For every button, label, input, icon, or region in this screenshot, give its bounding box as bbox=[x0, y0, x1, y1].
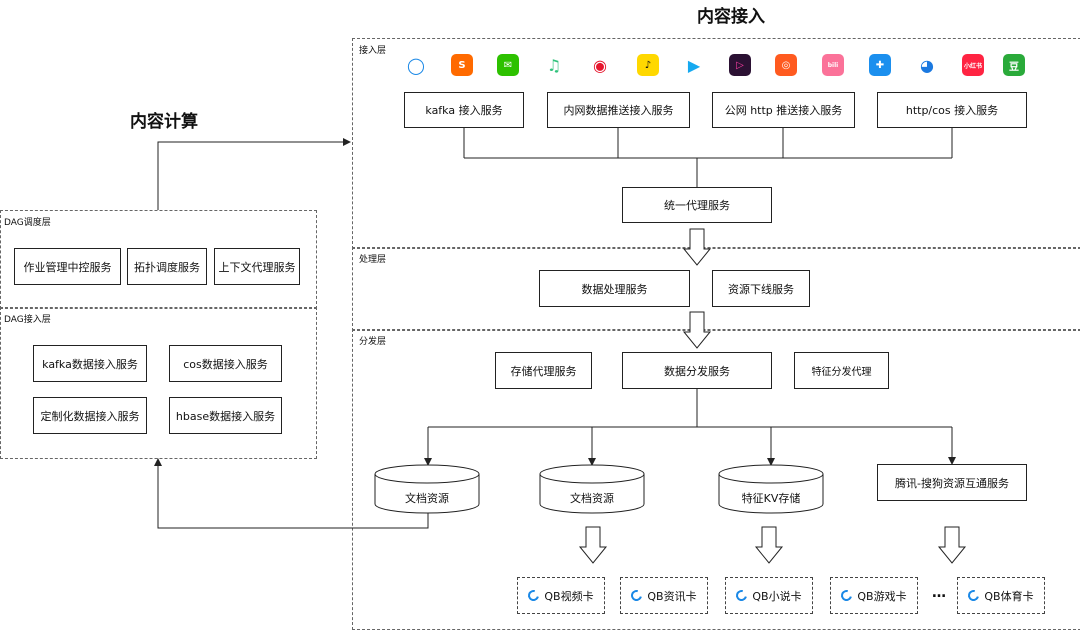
doc-resource-storage-2: 文档资源 bbox=[570, 492, 614, 505]
access-layer-label: 接入层 bbox=[359, 46, 387, 56]
sogou-icon: S bbox=[451, 54, 473, 76]
doc-resource-storage-1: 文档资源 bbox=[405, 492, 449, 505]
tencent-video-icon: ▶ bbox=[683, 54, 705, 76]
qb-news-card: QB资讯卡 bbox=[620, 577, 708, 614]
douban-icon: 豆 bbox=[1003, 54, 1025, 76]
public-http-push-access-service: 公网 http 推送接入服务 bbox=[712, 92, 855, 128]
kuaishou-icon: ◎ bbox=[775, 54, 797, 76]
processing-layer-label: 处理层 bbox=[359, 255, 387, 265]
wechat-icon: ✉ bbox=[497, 54, 519, 76]
dag-schedule-layer-label: DAG调度层 bbox=[4, 218, 51, 228]
qq-music-yellow-icon: ♪ bbox=[637, 54, 659, 76]
content-compute-title: 内容计算 bbox=[130, 112, 198, 132]
card-label: QB小说卡 bbox=[752, 589, 802, 603]
dag-schedule-layer: DAG调度层 bbox=[0, 210, 317, 309]
qq-browser-icon: ◯ bbox=[405, 54, 427, 76]
qq-penguin-icon: ◕ bbox=[916, 54, 938, 76]
weishi-icon: ▷ bbox=[729, 54, 751, 76]
cos-data-access-service: cos数据接入服务 bbox=[169, 345, 282, 382]
access-layer: 接入层 bbox=[352, 38, 1080, 249]
http-cos-access-service: http/cos 接入服务 bbox=[877, 92, 1027, 128]
qq-browser-icon bbox=[734, 587, 750, 604]
more-ellipsis: … bbox=[932, 585, 946, 601]
feature-kv-storage: 特征KV存储 bbox=[741, 492, 801, 505]
intranet-push-access-service: 内网数据推送接入服务 bbox=[547, 92, 690, 128]
storage-proxy-service: 存储代理服务 bbox=[495, 352, 592, 389]
card-label: QB视频卡 bbox=[544, 589, 594, 603]
unified-proxy-service: 统一代理服务 bbox=[622, 187, 772, 223]
qb-video-card: QB视频卡 bbox=[517, 577, 605, 614]
custom-data-access-service: 定制化数据接入服务 bbox=[33, 397, 147, 434]
tencent-news-icon: ✚ bbox=[869, 54, 891, 76]
qb-game-card: QB游戏卡 bbox=[830, 577, 918, 614]
data-processing-service: 数据处理服务 bbox=[539, 270, 690, 307]
weibo-icon: ◉ bbox=[589, 54, 611, 76]
kafka-access-service: kafka 接入服务 bbox=[404, 92, 524, 128]
qq-music-icon: ♫ bbox=[543, 54, 565, 76]
tencent-sogou-interop-service: 腾讯-搜狗资源互通服务 bbox=[877, 464, 1027, 501]
processing-layer: 处理层 bbox=[352, 247, 1080, 331]
qq-browser-icon bbox=[839, 587, 855, 604]
data-distribution-service: 数据分发服务 bbox=[622, 352, 772, 389]
kafka-data-access-service: kafka数据接入服务 bbox=[33, 345, 147, 382]
qb-novel-card: QB小说卡 bbox=[725, 577, 813, 614]
content-access-title: 内容接入 bbox=[697, 7, 765, 27]
hbase-data-access-service: hbase数据接入服务 bbox=[169, 397, 282, 434]
qb-sports-card: QB体育卡 bbox=[957, 577, 1045, 614]
card-label: QB资讯卡 bbox=[647, 589, 697, 603]
xiaohongshu-icon: 小红书 bbox=[962, 54, 984, 76]
bilibili-icon: bili bbox=[822, 54, 844, 76]
qq-browser-icon bbox=[629, 587, 645, 604]
qq-browser-icon bbox=[966, 587, 982, 604]
dag-access-layer-label: DAG接入层 bbox=[4, 315, 51, 325]
feature-distribution-proxy: 特征分发代理 bbox=[794, 352, 889, 389]
qq-browser-icon bbox=[526, 587, 542, 604]
job-management-control-service: 作业管理中控服务 bbox=[14, 248, 121, 285]
resource-offline-service: 资源下线服务 bbox=[712, 270, 810, 307]
topology-scheduling-service: 拓扑调度服务 bbox=[127, 248, 207, 285]
context-proxy-service: 上下文代理服务 bbox=[214, 248, 300, 285]
card-label: QB游戏卡 bbox=[857, 589, 907, 603]
card-label: QB体育卡 bbox=[984, 589, 1034, 603]
distribution-layer-label: 分发层 bbox=[359, 337, 387, 347]
